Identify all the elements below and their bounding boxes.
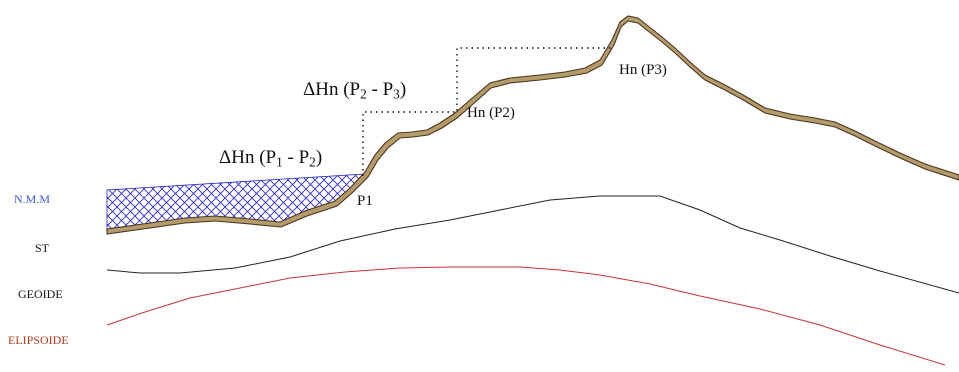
dotted-step-p1-p2 <box>362 105 458 176</box>
delta-p2-p3-mid: - P <box>366 79 394 100</box>
delta-p2-p3-suffix: ) <box>399 79 407 100</box>
delta-hn-p2-p3-label: ΔHn (P2 - P3) <box>303 80 406 101</box>
p1-label: P1 <box>357 193 373 209</box>
terrain-surface <box>106 15 959 235</box>
elipsoide-label: ELIPSOIDE <box>8 333 69 347</box>
dotted-step-p2-p3 <box>456 47 612 105</box>
delta-p1-p2-prefix: ΔHn (P <box>219 147 277 168</box>
ellipsoid-line <box>106 266 946 366</box>
nmm-label: N.M.M <box>14 192 51 206</box>
delta-p2-p3-sub-a: 2 <box>360 86 367 102</box>
delta-p1-p2-mid: - P <box>282 147 310 168</box>
delta-p1-p2-sub-a: 1 <box>276 154 283 170</box>
hn-p2-label: Hn (P2) <box>467 105 515 121</box>
delta-p1-p2-sub-b: 2 <box>309 154 316 170</box>
geoide-label: GEOIDE <box>18 287 63 301</box>
st-line <box>106 195 959 294</box>
hn-p3-label: Hn (P3) <box>619 62 667 78</box>
delta-hn-p1-p2-label: ΔHn (P1 - P2) <box>219 148 322 169</box>
st-label: ST <box>35 241 50 255</box>
delta-p2-p3-sub-b: 3 <box>393 86 400 102</box>
delta-p2-p3-prefix: ΔHn (P <box>303 79 361 100</box>
delta-p1-p2-suffix: ) <box>315 147 323 168</box>
